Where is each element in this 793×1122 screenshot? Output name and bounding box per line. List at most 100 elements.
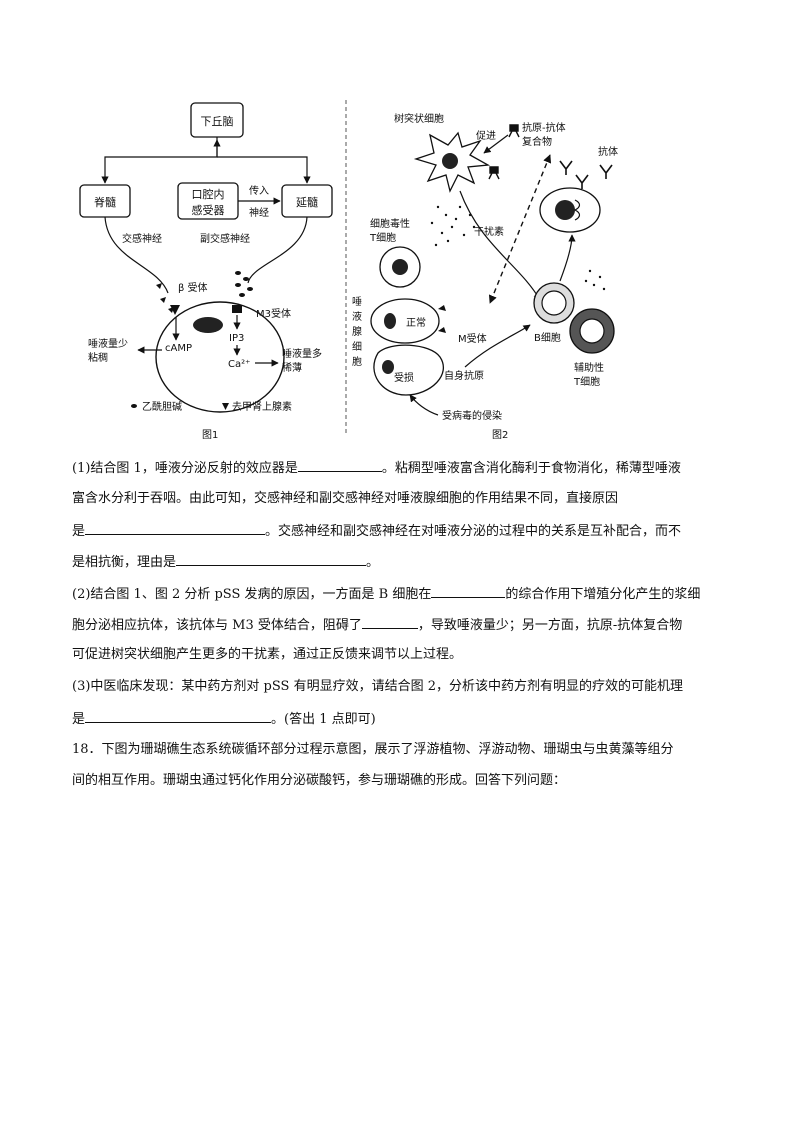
afferent-label-2: 神经	[249, 206, 269, 219]
less-saliva-label-2: 粘稠	[88, 351, 108, 364]
q1-line-1: (1)结合图 1，唾液分泌反射的效应器是 。粘稠型唾液富含消化酶利于食物消化，稀薄…	[72, 457, 732, 479]
q2-blank-2	[362, 614, 418, 629]
gland-label-4: 细	[352, 340, 362, 353]
q2-line-1: (2)结合图 1、图 2 分析 pSS 发病的原因，一方面是 B 细胞在 的综合作…	[72, 583, 732, 605]
fig2-caption: 图2	[492, 429, 508, 441]
antibody-label: 抗体	[598, 145, 618, 158]
legend-ach-label: 乙酰胆碱	[142, 400, 182, 413]
gland-label-2: 液	[352, 310, 362, 323]
less-saliva-label-1: 唾液量少	[88, 337, 128, 350]
q18-line-2: 间的相互作用。珊瑚虫通过钙化作用分泌碳酸钙，参与珊瑚礁的形成。回答下列问题：	[72, 771, 732, 791]
q2-line-3: 可促进树突状细胞产生更多的干扰素，通过正反馈来调节以上过程。	[72, 645, 732, 665]
dendritic-nucleus	[442, 153, 458, 169]
q1-blank-1	[298, 457, 382, 472]
complex-label-2: 复合物	[522, 135, 552, 148]
ctl-label-2: T细胞	[369, 231, 396, 244]
gland-label-5: 胞	[352, 356, 362, 368]
hypothalamus-to-medulla-arrow	[217, 157, 307, 183]
self-antigen-label: 自身抗原	[444, 369, 484, 382]
figure-2: 树突状细胞 促进 抗原-抗体 复合物 抗体 干扰素 细胞毒性 T细胞 唾 液	[352, 112, 618, 441]
plasma-nucleus	[555, 200, 575, 220]
gland-label-1: 唾	[352, 296, 362, 308]
q1-text-1a: (1)结合图 1，唾液分泌反射的效应器是	[72, 461, 298, 476]
parasympathetic-nerve	[248, 217, 307, 283]
q18-text-1: 18．下图为珊瑚礁生态系统碳循环部分过程示意图，展示了浮游植物、浮游动物、珊瑚虫…	[72, 742, 674, 757]
helper-t-label-1: 辅助性	[574, 361, 604, 374]
q1-text-3a: 是	[72, 524, 85, 539]
virus-label: 受病毒的侵染	[442, 409, 502, 422]
q1-blank-3	[176, 551, 366, 566]
normal-cell-nucleus	[384, 313, 396, 329]
q1-text-2: 富含水分利于吞咽。由此可知，交感神经和副交感神经对唾液腺细胞的作用结果不同，直接…	[72, 491, 618, 506]
q1-text-1b: 。粘稠型唾液富含消化酶利于食物消化，稀薄型唾液	[382, 461, 681, 476]
more-saliva-label-1: 唾液量多	[282, 347, 322, 360]
ip3-label: IP3	[229, 333, 244, 344]
b-cell-label: B细胞	[534, 331, 561, 344]
oral-receptor-label-2: 感受器	[192, 204, 225, 217]
legend-ach-symbol	[131, 404, 137, 408]
oral-receptor-label-1: 口腔内	[192, 187, 225, 201]
normal-label: 正常	[406, 316, 426, 329]
q1-text-4a: 是相抗衡，理由是	[72, 555, 176, 570]
m-receptor-label: M受体	[458, 333, 487, 345]
gland-label-3: 腺	[352, 325, 362, 338]
q1-text-4b: 。	[366, 555, 379, 570]
helper-t-inner	[580, 319, 604, 343]
more-saliva-label-2: 稀薄	[282, 361, 302, 374]
interferon-arrow	[460, 191, 540, 300]
m3-receptor	[232, 305, 242, 313]
m3-receptor-label: M3受体	[256, 308, 291, 320]
ctl-label-1: 细胞毒性	[370, 217, 410, 230]
damaged-label: 受损	[394, 371, 414, 384]
interferon-dots	[431, 206, 475, 246]
figure-1: 下丘脑 脊髓 口腔内 感受器 延髓 传入 神经 交感神经 副交感神经	[80, 103, 332, 441]
q2-text-2a: 胞分泌相应抗体，该抗体与 M3 受体结合，阻碍了	[72, 618, 362, 633]
q3-line-2: 是 。(答出 1 点即可)	[72, 708, 732, 730]
q1-blank-2	[85, 520, 265, 535]
q2-text-1a: (2)结合图 1、图 2 分析 pSS 发病的原因，一方面是 B 细胞在	[72, 587, 431, 602]
q2-text-3: 可促进树突状细胞产生更多的干扰素，通过正反馈来调节以上过程。	[72, 647, 462, 662]
figures-panel: 下丘脑 脊髓 口腔内 感受器 延髓 传入 神经 交感神经 副交感神经	[60, 95, 750, 445]
q3-text-2b: 。(答出 1 点即可)	[271, 712, 376, 727]
sympathetic-label: 交感神经	[122, 232, 162, 245]
q2-text-2b: ，导致唾液量少；另一方面，抗原-抗体复合物	[418, 618, 682, 633]
q2-line-2: 胞分泌相应抗体，该抗体与 M3 受体结合，阻碍了 ，导致唾液量少；另一方面，抗原-…	[72, 614, 732, 636]
q3-line-1: (3)中医临床发现：某中药方剂对 pSS 有明显疗效，请结合图 2，分析该中药方…	[72, 677, 732, 697]
cytokine-dots	[585, 270, 605, 290]
q2-blank-1	[431, 583, 505, 598]
q1-line-2: 富含水分利于吞咽。由此可知，交感神经和副交感神经对唾液腺细胞的作用结果不同，直接…	[72, 489, 732, 509]
damaged-cell-nucleus	[382, 360, 394, 374]
b-to-plasma-arrow	[560, 235, 572, 281]
helper-t-label-2: T细胞	[573, 375, 600, 388]
q3-blank-1	[85, 708, 271, 723]
medulla-label: 延髓	[296, 196, 318, 209]
antibody-icons	[560, 161, 612, 189]
hypothalamus-label: 下丘脑	[201, 115, 234, 128]
q3-text-2a: 是	[72, 712, 85, 727]
spinal-cord-label: 脊髓	[94, 195, 116, 209]
b-cell-inner	[542, 291, 566, 315]
acetylcholine-marks	[235, 271, 253, 297]
ca-label: Ca²⁺	[228, 359, 250, 370]
fig1-caption: 图1	[202, 429, 218, 441]
afferent-label-1: 传入	[249, 185, 269, 197]
normal-gland-cell	[371, 299, 439, 343]
q1-line-3: 是 。交感神经和副交感神经在对唾液分泌的过程中的关系是互补配合，而不	[72, 520, 732, 542]
beta-receptor-label: β 受体	[178, 282, 208, 294]
q3-text-1: (3)中医临床发现：某中药方剂对 pSS 有明显疗效，请结合图 2，分析该中药方…	[72, 679, 683, 694]
self-antigen-arrow	[465, 325, 530, 367]
q18-line-1: 18．下图为珊瑚礁生态系统碳循环部分过程示意图，展示了浮游植物、浮游动物、珊瑚虫…	[72, 740, 732, 760]
q18-text-2: 间的相互作用。珊瑚虫通过钙化作用分泌碳酸钙，参与珊瑚礁的形成。回答下列问题：	[72, 773, 566, 788]
promote-label: 促进	[476, 129, 496, 142]
hypothalamus-to-spinal-arrow	[105, 137, 217, 183]
camp-label: cAMP	[165, 343, 192, 354]
nucleus	[193, 317, 223, 333]
q1-line-4: 是相抗衡，理由是 。	[72, 551, 732, 573]
q1-text-3b: 。交感神经和副交感神经在对唾液分泌的过程中的关系是互补配合，而不	[265, 524, 681, 539]
sympathetic-nerve	[105, 217, 168, 293]
parasympathetic-label: 副交感神经	[200, 232, 250, 245]
legend-ne-label: 去甲肾上腺素	[232, 400, 292, 413]
complex-label-1: 抗原-抗体	[522, 121, 566, 134]
virus-arrow	[410, 395, 438, 415]
q2-text-1b: 的综合作用下增殖分化产生的浆细	[505, 587, 700, 602]
